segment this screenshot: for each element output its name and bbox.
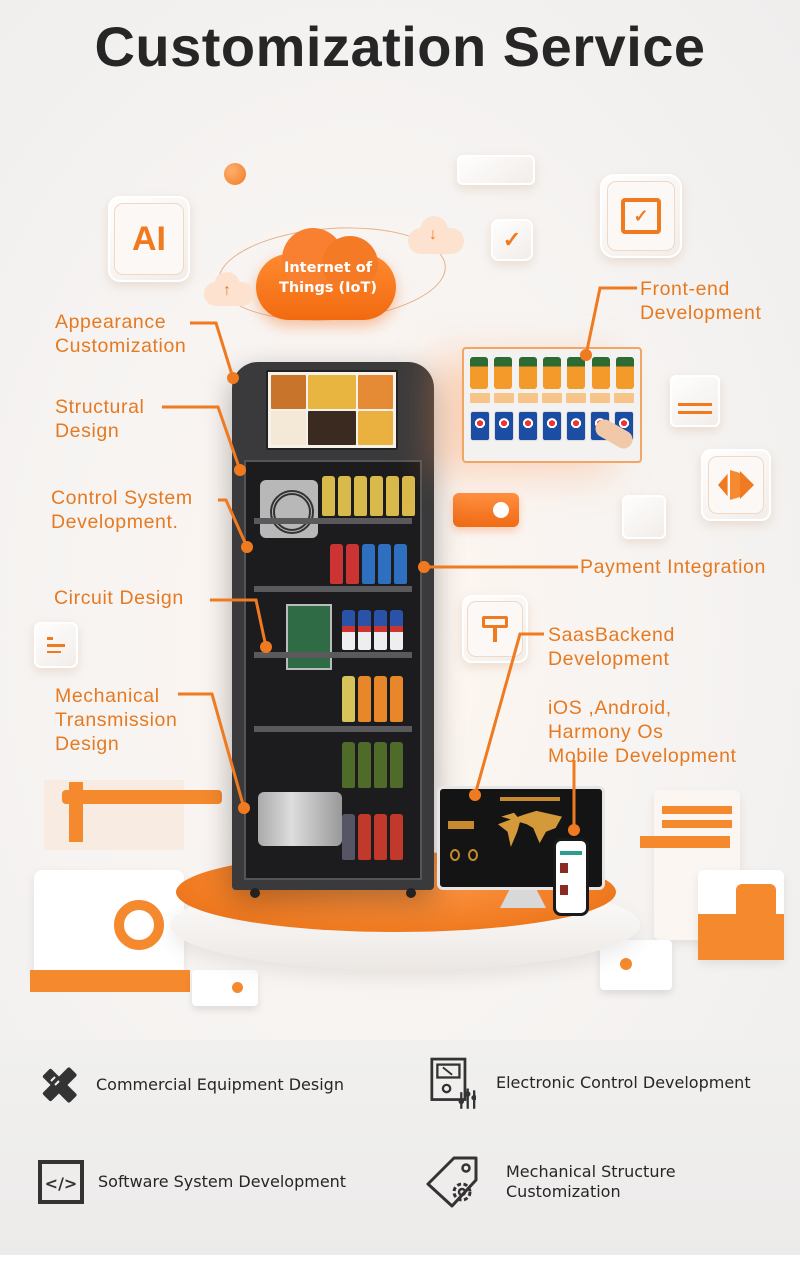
label-saas-backend-development: SaasBackend Development	[548, 624, 675, 670]
label-appearance-customization: Appearance Customization	[55, 311, 187, 357]
world-map	[498, 810, 562, 847]
sound-wave-icon	[701, 449, 771, 521]
ai-icon: AI	[108, 196, 190, 282]
blank-card	[457, 155, 535, 185]
control-panel-icon	[430, 1057, 476, 1109]
paint-roller-icon	[462, 595, 528, 663]
small-cube-left	[192, 970, 258, 1006]
vending-machine-cabinet	[244, 460, 422, 880]
motor	[258, 792, 342, 846]
mechanical-part-decor	[24, 770, 222, 1000]
feature-label: Software System Development	[98, 1172, 347, 1191]
small-cube-right	[600, 940, 672, 990]
ai-badge-text: AI	[132, 219, 166, 258]
monitor-stand	[500, 890, 546, 908]
ruler-pencil-icon	[36, 1062, 82, 1108]
feature-electronic-control-development: Electronic Control Development	[430, 1057, 751, 1109]
text-lines-icon	[34, 622, 78, 668]
feature-mechanical-structure-customization: Mechanical Structure Customization	[424, 1154, 676, 1210]
feature-software-system-development: </> Software System Development	[38, 1159, 346, 1205]
box-icon	[622, 495, 666, 539]
gear-tag-icon	[424, 1154, 480, 1210]
menu-lines-icon	[670, 375, 720, 427]
vending-machine	[232, 362, 434, 898]
label-front-end-development: Front-end Development	[640, 278, 762, 324]
svg-text:</>: </>	[45, 1174, 78, 1193]
label-circuit-design: Circuit Design	[54, 587, 184, 609]
mobile-phone	[553, 838, 589, 916]
feature-commercial-equipment-design: Commercial Equipment Design	[36, 1062, 344, 1108]
iot-cloud: Internet of Things (IoT)	[256, 222, 396, 322]
label-structural-design: Structural Design	[55, 396, 145, 442]
vending-machine-screen	[266, 370, 398, 450]
iot-cloud-label: Internet of Things (IoT)	[278, 260, 378, 296]
circuit-board	[286, 604, 332, 670]
cloud-upload-icon: ↑	[204, 272, 254, 306]
fan-icon	[260, 480, 318, 538]
bottom-strip	[0, 1255, 800, 1269]
label-mobile-development: iOS ,Android, Harmony Os Mobile Developm…	[548, 697, 737, 767]
front-end-panel	[462, 347, 642, 463]
label-payment-integration: Payment Integration	[580, 556, 766, 578]
feature-label: Mechanical Structure Customization	[506, 1162, 676, 1201]
checkbox-icon: ✓	[491, 219, 533, 261]
server-decor	[640, 780, 790, 970]
code-icon: </>	[38, 1159, 84, 1205]
feature-label: Electronic Control Development	[496, 1073, 751, 1092]
label-mechanical-transmission-design: Mechanical Transmission Design	[55, 685, 178, 755]
feature-label: Commercial Equipment Design	[96, 1075, 344, 1094]
page-title: Customization Service	[94, 15, 706, 78]
label-control-system-development: Control System Development.	[51, 487, 193, 533]
checklist-folder-icon: ✓	[600, 174, 682, 258]
cloud-download-icon: ↓	[408, 216, 464, 254]
orange-dot	[224, 163, 246, 185]
toggle-switch-icon	[453, 493, 519, 527]
features-section	[0, 1040, 800, 1255]
